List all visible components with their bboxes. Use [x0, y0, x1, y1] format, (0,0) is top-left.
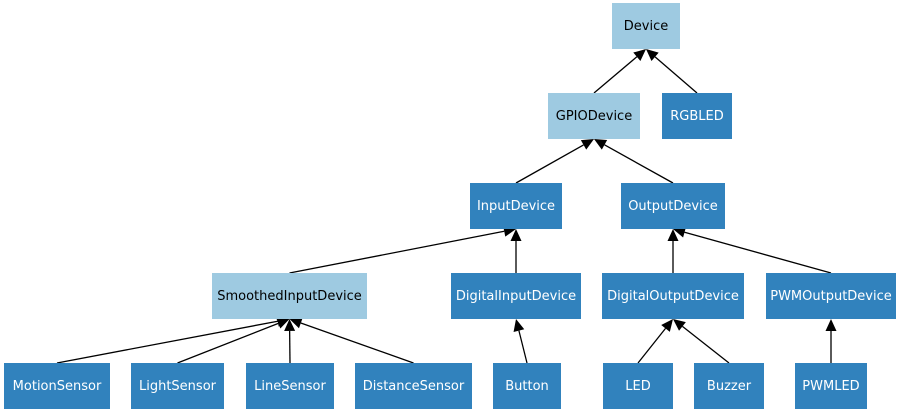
- node-motion-sensor: MotionSensor: [4, 363, 110, 409]
- node-line-sensor: LineSensor: [246, 363, 334, 409]
- node-buzzer: Buzzer: [694, 363, 764, 409]
- node-label: SmoothedInputDevice: [217, 288, 362, 304]
- node-label: DistanceSensor: [362, 378, 465, 394]
- node-light-sensor: LightSensor: [131, 363, 224, 409]
- edge-gpio_device-to-device: [593, 56, 638, 94]
- node-label: LineSensor: [254, 378, 326, 394]
- node-pwmled: PWMLED: [795, 363, 867, 409]
- arrowhead-pwmled-to-pwm_output_device: [825, 319, 837, 331]
- arrowhead-pwm_output_device-to-output_device: [673, 226, 687, 238]
- arrowhead-digital_input_device-to-input_device: [510, 229, 522, 241]
- arrowhead-buzzer-to-digital_output_device: [673, 319, 686, 331]
- node-led: LED: [603, 363, 673, 409]
- node-input-device: InputDevice: [470, 183, 562, 229]
- node-digital-input-device: DigitalInputDevice: [451, 273, 581, 319]
- arrowhead-led-to-digital_output_device: [661, 319, 673, 332]
- arrowhead-distance_sensor-to-smoothed_input_device: [289, 317, 303, 329]
- node-device: Device: [612, 3, 680, 49]
- edge-buzzer-to-digital_output_device: [682, 325, 730, 364]
- edge-input_device-to-gpio_device: [515, 144, 584, 184]
- node-label: Button: [505, 378, 549, 394]
- edge-pwm_output_device-to-output_device: [684, 231, 832, 274]
- edge-distance_sensor-to-smoothed_input_device: [300, 322, 414, 364]
- edge-rgbled-to-device: [654, 56, 698, 94]
- node-label: RGBLED: [670, 108, 724, 124]
- arrowhead-input_device-to-gpio_device: [580, 139, 594, 150]
- arrowhead-output_device-to-gpio_device: [594, 139, 608, 150]
- edge-motion_sensor-to-smoothed_input_device: [56, 320, 278, 364]
- edge-smoothed_input_device-to-input_device: [289, 230, 505, 274]
- node-button: Button: [493, 363, 561, 409]
- node-distance-sensor: DistanceSensor: [355, 363, 472, 409]
- arrowhead-gpio_device-to-device: [633, 49, 646, 61]
- node-rgbled: RGBLED: [662, 93, 732, 139]
- arrowhead-light_sensor-to-smoothed_input_device: [276, 318, 290, 329]
- arrowhead-line_sensor-to-smoothed_input_device: [284, 319, 296, 332]
- node-label: OutputDevice: [628, 198, 718, 214]
- node-label: LightSensor: [138, 378, 216, 394]
- node-smoothed-input-device: SmoothedInputDevice: [212, 273, 367, 319]
- edge-button-to-digital_input_device: [518, 330, 528, 364]
- node-label: DigitalInputDevice: [455, 288, 577, 304]
- node-label: DigitalOutputDevice: [607, 288, 739, 304]
- node-label: LED: [625, 378, 651, 394]
- edge-output_device-to-gpio_device: [604, 144, 674, 184]
- node-output-device: OutputDevice: [621, 183, 725, 229]
- node-label: PWMOutputDevice: [770, 288, 892, 304]
- node-label: MotionSensor: [12, 378, 102, 394]
- arrowhead-button-to-digital_input_device: [513, 319, 525, 332]
- arrowhead-rgbled-to-device: [646, 49, 659, 62]
- node-label: Buzzer: [706, 378, 752, 394]
- edge-led-to-digital_output_device: [637, 327, 667, 364]
- node-label: InputDevice: [476, 198, 556, 214]
- node-gpio-device: GPIODevice: [548, 93, 640, 139]
- arrowhead-digital_output_device-to-output_device: [667, 229, 679, 241]
- node-label: PWMLED: [802, 378, 860, 394]
- node-pwm-output-device: PWMOutputDevice: [766, 273, 896, 319]
- node-label: Device: [623, 18, 669, 34]
- edge-light_sensor-to-smoothed_input_device: [177, 322, 279, 364]
- node-label: GPIODevice: [555, 108, 633, 124]
- node-digital-output-device: DigitalOutputDevice: [602, 273, 744, 319]
